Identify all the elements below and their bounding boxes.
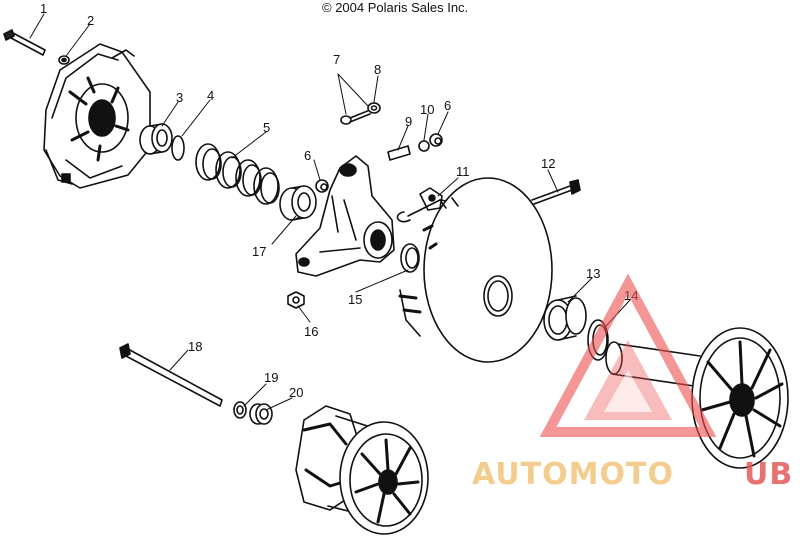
part-cover [43,43,151,189]
callout-4: 4 [207,88,214,103]
part-pins-7-8 [340,102,381,125]
part-roller-6a [315,179,329,193]
callout-2: 2 [87,13,94,28]
leader-lines [29,13,631,411]
watermark-text-left: AUTOMOTO [472,457,674,492]
part-bushing-10 [418,140,430,152]
part-bolt-12 [531,179,581,205]
callout-6-left: 6 [304,148,311,163]
watermark-triangle-icon [539,273,717,437]
part-nut-16 [287,291,305,309]
part-bushing-3 [139,123,173,155]
callout-6-right: 6 [444,98,451,113]
part-washer-19 [233,401,247,419]
part-spider-arm [295,155,395,277]
callout-15: 15 [348,292,362,307]
part-assembled-clutch [295,405,429,535]
part-washer-2 [58,55,70,65]
callout-12: 12 [541,156,555,171]
part-bolt-18 [119,343,223,407]
part-weight-11 [419,187,443,211]
callout-17: 17 [252,244,266,259]
part-pin-9 [387,145,411,161]
callout-5: 5 [263,120,270,135]
part-ring-13 [543,295,587,341]
part-movable-sheave [396,177,553,363]
callout-3: 3 [176,90,183,105]
part-spring-5 [195,143,280,205]
callout-20: 20 [289,385,303,400]
part-bushing-17 [279,185,317,221]
callout-8: 8 [374,62,381,77]
part-bushing-20 [249,403,273,425]
callout-7: 7 [333,52,340,67]
callout-13: 13 [586,266,600,281]
part-fixed-sheave [605,327,789,469]
watermark-logo: AUTOMOTO UB [472,273,793,492]
part-oring-15 [400,243,420,273]
part-roller-6b [429,133,443,147]
part-ring-4 [171,135,185,161]
callout-labels: 1 2 3 4 5 7 8 9 10 6 6 11 12 17 15 16 13… [40,1,638,400]
part-bolt-1 [3,29,46,56]
callout-9: 9 [405,114,412,129]
callout-16: 16 [304,324,318,339]
callout-11: 11 [456,164,470,179]
callout-1: 1 [40,1,47,16]
callout-10: 10 [420,102,434,117]
watermark-text-right: UB [744,457,793,492]
callout-18: 18 [188,339,202,354]
callout-19: 19 [264,370,278,385]
copyright-notice: © 2004 Polaris Sales Inc. [322,0,469,15]
